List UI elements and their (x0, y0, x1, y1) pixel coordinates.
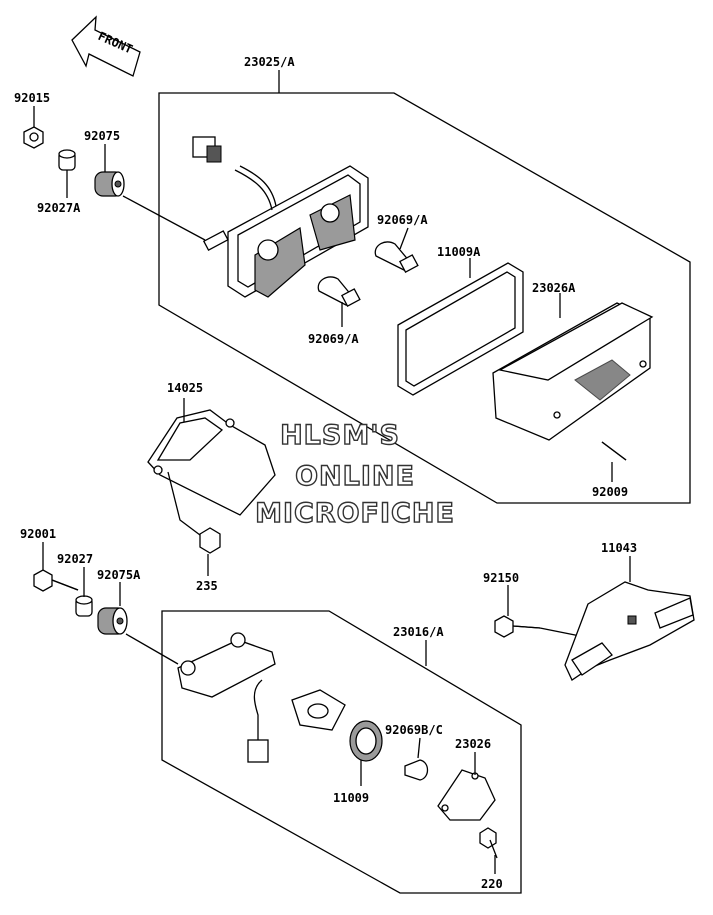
part-labels: 23025/A 92015 92075 92027A 92069/A 11009… (14, 55, 637, 891)
bolt-235 (199, 527, 221, 576)
screw-92009 (601, 441, 627, 482)
label-92027A: 92027A (37, 201, 81, 215)
label-11009: 11009 (333, 791, 369, 805)
gasket-11009A (397, 258, 524, 396)
license-lamp-bracket (177, 632, 346, 763)
label-23026A: 23026A (532, 281, 576, 295)
label-92027: 92027 (57, 552, 93, 566)
watermark: HLSM'S ONLINE MICROFICHE (254, 419, 455, 529)
bulb-92069BC (404, 737, 429, 781)
nut-92015 (23, 106, 44, 149)
front-arrow: FRONT (71, 15, 141, 77)
label-23025A: 23025/A (244, 55, 295, 69)
bulb-92069A-top (374, 227, 419, 273)
collar-92027A (58, 149, 76, 198)
bracket-11043 (564, 556, 695, 681)
grommet-92075 (94, 144, 206, 241)
bracket-14025 (147, 398, 276, 536)
label-11043: 11043 (601, 541, 637, 555)
lens-23026A (492, 293, 654, 441)
watermark-line3: MICROFICHE (255, 498, 455, 529)
label-23016A: 23016/A (393, 625, 444, 639)
label-23026: 23026 (455, 737, 491, 751)
collar-92027 (75, 567, 93, 617)
label-92069A-bottom: 92069/A (308, 332, 359, 346)
label-92069A-top: 92069/A (377, 213, 428, 227)
watermark-line2: ONLINE (295, 461, 415, 492)
grommet-92075A (97, 582, 179, 665)
bolt-92001 (33, 542, 79, 592)
screw-220 (479, 827, 498, 874)
label-14025: 14025 (167, 381, 203, 395)
label-92075A: 92075A (97, 568, 141, 582)
label-11009A: 11009A (437, 245, 481, 259)
label-92075: 92075 (84, 129, 120, 143)
bulb-92069A-bottom (317, 276, 361, 327)
label-92001: 92001 (20, 527, 56, 541)
gasket-11009 (349, 720, 383, 786)
bolt-92150 (494, 585, 591, 639)
assembly-outline-23025A (158, 92, 691, 504)
label-235: 235 (196, 579, 218, 593)
label-92015: 92015 (14, 91, 50, 105)
watermark-line1: HLSM'S (280, 420, 400, 451)
tail-lamp-housing (192, 136, 369, 298)
label-92150: 92150 (483, 571, 519, 585)
assembly-outline-23016A (161, 610, 522, 894)
label-92069BC: 92069B/C (385, 723, 443, 737)
label-92009: 92009 (592, 485, 628, 499)
lens-23026 (437, 752, 496, 821)
label-220: 220 (481, 877, 503, 891)
